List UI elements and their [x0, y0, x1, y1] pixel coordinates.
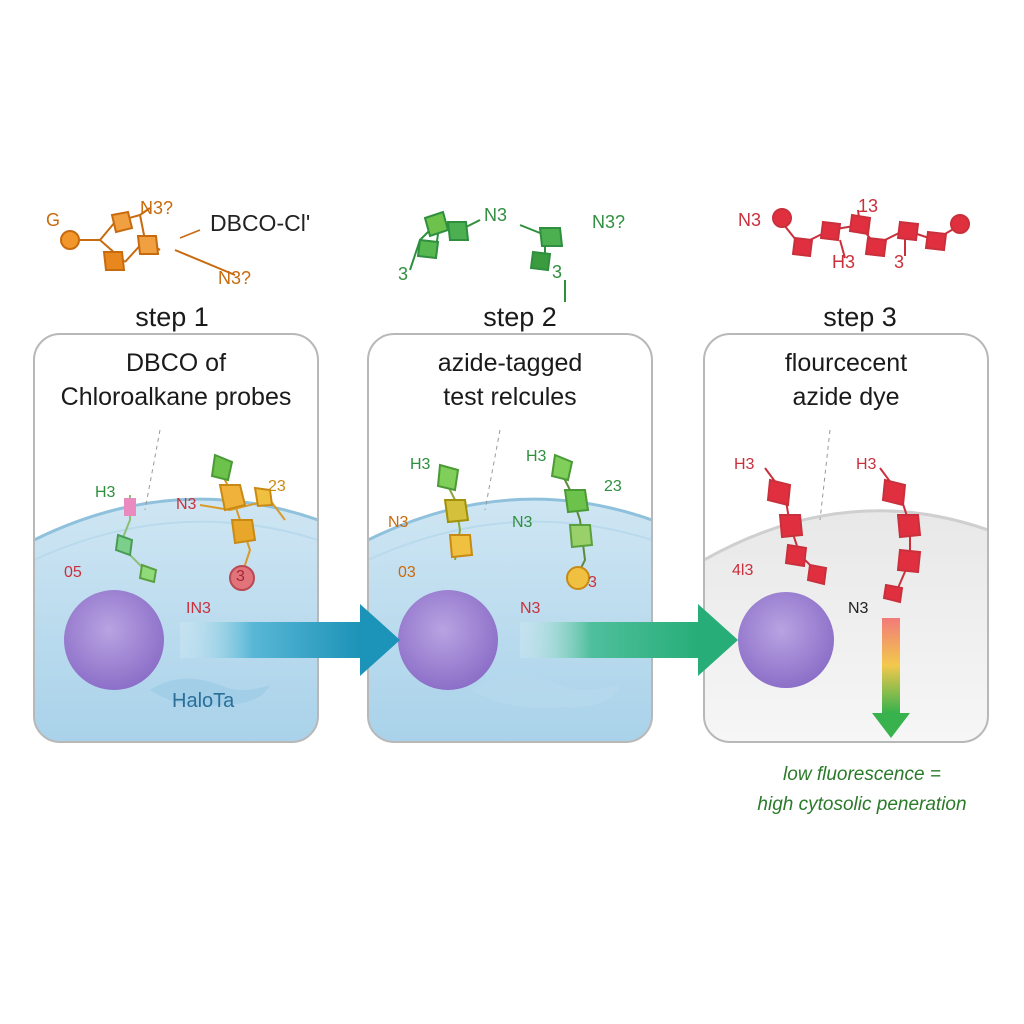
top-molecule-2 [409, 210, 566, 330]
inner-molecule-1 [114, 453, 286, 591]
mol2-label-3-right: 3 [552, 262, 563, 282]
mol1-label-n3-bottom: N3? [218, 268, 252, 288]
cell-nucleus [64, 590, 164, 690]
mol2-label-n3-right: N3? [592, 212, 626, 232]
panel-step-1 [33, 333, 319, 743]
panel-step-2 [367, 333, 653, 743]
p1-label-05: 05 [64, 564, 82, 581]
p3-label-4l3: 4l3 [732, 562, 754, 579]
p2-label-23: 23 [604, 478, 622, 495]
cell-nucleus [398, 590, 498, 690]
arrow-step2-to-step3 [520, 604, 738, 676]
mol1-label-g: G [46, 210, 61, 230]
cell-nucleus [738, 592, 834, 688]
inner-molecule-2 [436, 453, 594, 590]
step-2-label: step 2 [448, 302, 592, 333]
p2-label-h3-left: H3 [410, 456, 431, 473]
mol3-label-n3: N3 [738, 210, 762, 230]
p2-label-3: 3 [588, 574, 597, 591]
mol1-label-n3-top: N3? [140, 198, 174, 218]
p1-label-23: 23 [268, 478, 286, 495]
step-3-label: step 3 [788, 302, 932, 333]
step-1-label: step 1 [100, 302, 244, 333]
panel-step-3 [703, 333, 989, 743]
p2-label-n3-mid: N3 [512, 514, 533, 531]
p3-label-n3: N3 [848, 600, 869, 617]
top-molecule-3 [772, 208, 970, 259]
p3-label-h3-right: H3 [856, 456, 877, 473]
mol2-label-3-left: 3 [398, 264, 409, 284]
mol3-label-13: 13 [858, 196, 879, 216]
result-note-line2: high cytosolic peneration [757, 794, 967, 815]
panel-1-title-line1: DBCO of [125, 349, 227, 377]
mol2-label-n3: N3 [484, 205, 508, 225]
mol3-label-3: 3 [894, 252, 905, 272]
panel-2-title-line2: test relcules [443, 383, 577, 411]
p1-label-in3: IN3 [186, 600, 211, 617]
panel-3-title-line1: flourcecent [784, 349, 908, 377]
panel-3-title-line2: azide dye [792, 383, 900, 411]
arrow-step1-to-step2 [180, 604, 400, 676]
inner-molecule-3 [764, 467, 922, 604]
halotag-label: HaloTa [172, 690, 235, 712]
p2-label-n3-bottom: N3 [520, 600, 541, 617]
mol3-label-h3: H3 [832, 252, 856, 272]
top-molecule-1 [60, 207, 236, 276]
panel-1-title-line2: Chloroalkane probes [60, 383, 292, 411]
p2-label-h3-right: H3 [526, 448, 547, 465]
panel-2-title-line1: azide-tagged [437, 349, 583, 377]
dbco-cl-label: DBCO-Cl' [210, 210, 311, 236]
p1-label-3: 3 [236, 568, 245, 585]
p1-label-h3: H3 [95, 484, 116, 501]
p1-label-n3: N3 [176, 496, 197, 513]
result-note-line1: low fluorescence = [783, 764, 941, 785]
fluorescence-down-arrow [872, 618, 910, 738]
p2-label-03: 03 [398, 564, 416, 581]
p2-label-n3-left: N3 [388, 514, 409, 531]
p3-label-h3-left: H3 [734, 456, 755, 473]
